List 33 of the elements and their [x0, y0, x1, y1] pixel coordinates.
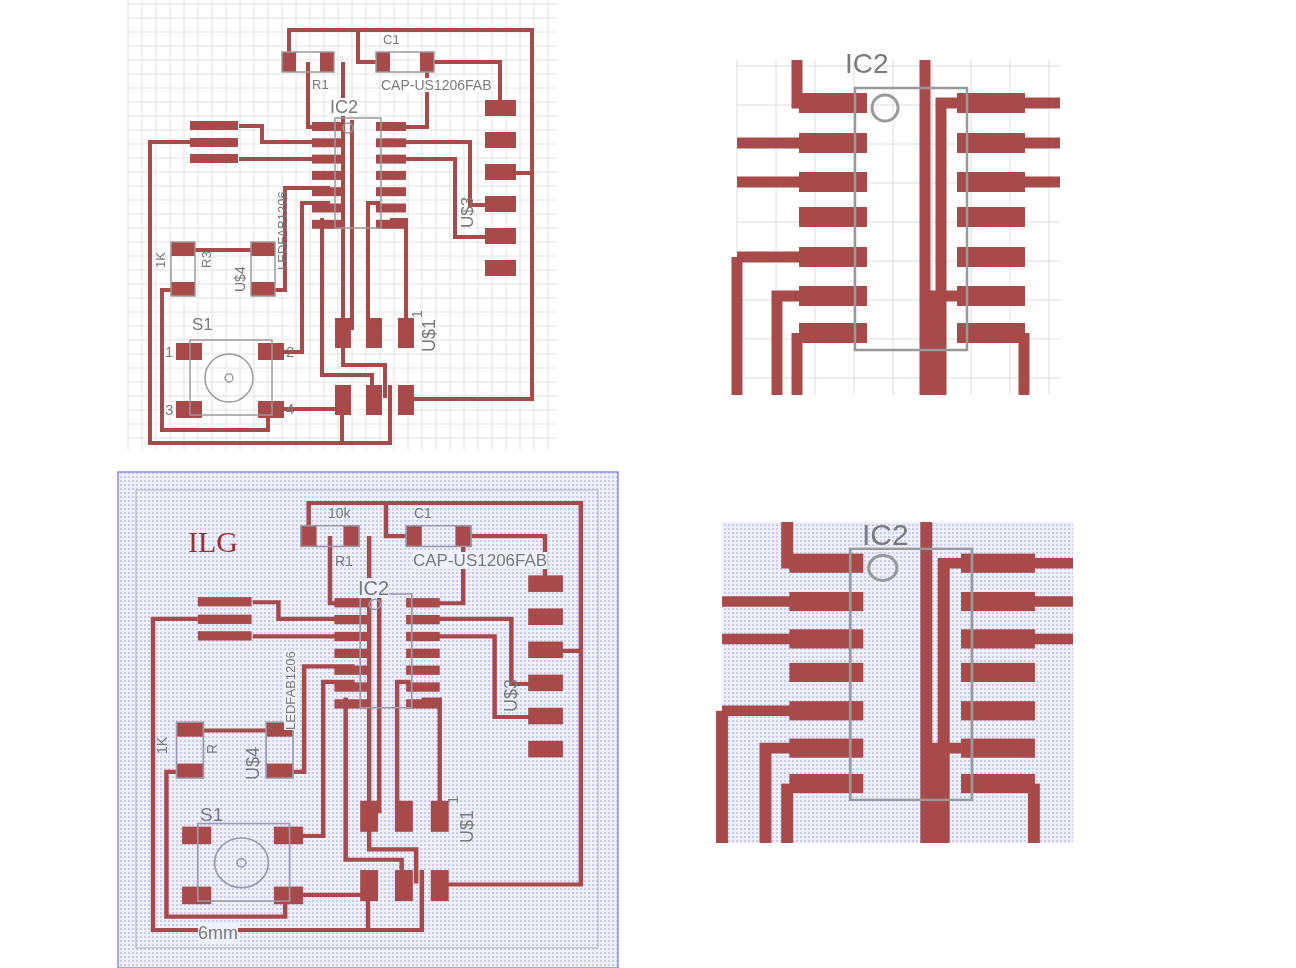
silkscreen-label: IC2	[845, 50, 889, 78]
silkscreen-label: 1	[165, 344, 174, 359]
silkscreen-label: IC2	[862, 520, 909, 550]
silkscreen-label: C1	[383, 33, 400, 46]
silkscreen-label: R3	[200, 251, 213, 268]
silkscreen-label: IC2	[358, 578, 390, 598]
silkscreen-label: LEDFAB1206	[276, 191, 289, 270]
silkscreen-label: S1	[192, 316, 213, 333]
silkscreen-label: LEDFAB1206	[284, 651, 297, 730]
silkscreen-label: CAP-US1206FAB	[413, 552, 548, 569]
silkscreen-label: R1	[312, 78, 329, 91]
silkscreen-label: U$3	[459, 196, 476, 228]
silkscreen-label: 1	[445, 795, 460, 804]
silkscreen-label: U$4	[233, 266, 247, 292]
silkscreen-label: U$4	[244, 746, 262, 780]
silkscreen-label: R1	[335, 554, 353, 568]
silkscreen-label: 4	[286, 401, 295, 416]
silkscreen-label: S1	[200, 805, 224, 824]
silkscreen-label: U$1	[420, 318, 438, 352]
silkscreen-label: 6mm	[198, 924, 238, 942]
silkscreen-label: 3	[165, 402, 174, 417]
silkscreen-label: C1	[414, 506, 432, 520]
silkscreen-label: 10k	[328, 506, 351, 520]
silkscreen-label: R	[205, 743, 219, 754]
silkscreen-label: U$1	[458, 809, 476, 843]
silkscreen-label: 1K	[154, 252, 167, 268]
silkscreen-label: 1K	[155, 736, 169, 754]
silkscreen-label: U$3	[502, 678, 520, 712]
silkscreen-label: IC2	[330, 98, 358, 116]
silkscreen-label: 1	[410, 310, 424, 318]
board-title: ILG	[188, 527, 238, 557]
silkscreen-label: 2	[286, 344, 295, 359]
silkscreen-label: CAP-US1206FAB	[381, 78, 492, 92]
